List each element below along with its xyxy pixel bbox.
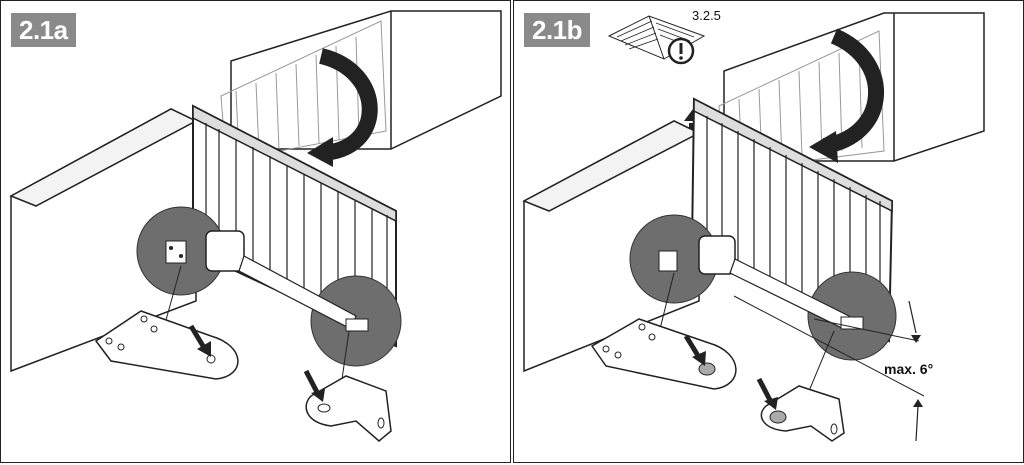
panel-2-1b: 2.1b 3.2.5 max. 6° (513, 0, 1024, 463)
gate-motor (205, 230, 245, 272)
manual-reference: 3.2.5 (692, 8, 721, 23)
panel-badge: 2.1b (524, 13, 591, 47)
wall-bracket (165, 240, 187, 264)
gate-motor (698, 235, 736, 275)
detail-circle-gate (807, 271, 897, 361)
max-angle-label: max. 6° (884, 361, 934, 377)
installation-drawing-a (9, 10, 502, 442)
wall-mounting-plate (94, 310, 239, 380)
wall-bracket (658, 250, 678, 272)
panel-2-1a: 2.1a (0, 0, 511, 463)
gate-bracket (345, 318, 369, 332)
installation-drawing-b (522, 12, 985, 442)
gate-mounting-bracket (760, 385, 845, 442)
rotation-arrow-icon (822, 28, 885, 154)
gate-mounting-bracket (305, 375, 392, 442)
rotation-arrow-icon (318, 48, 378, 161)
panel-badge: 2.1a (11, 13, 76, 47)
